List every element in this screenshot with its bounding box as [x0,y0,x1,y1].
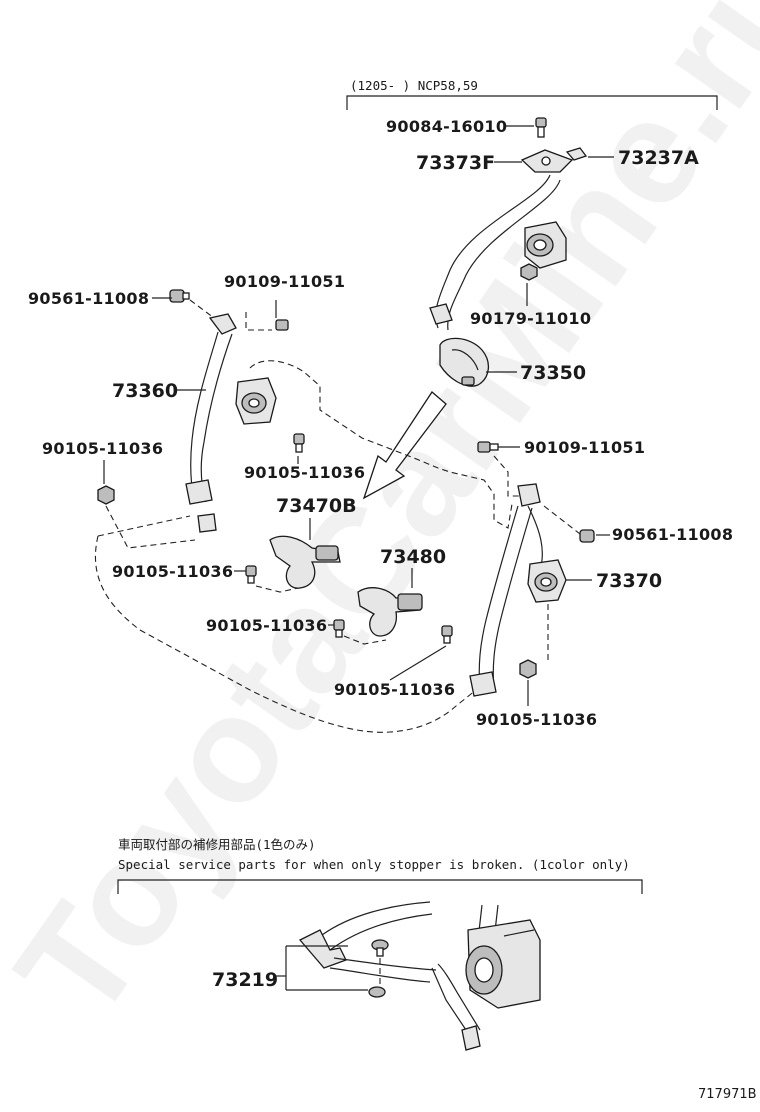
stopper-top-icon [371,939,389,957]
buckle-73480 [357,568,423,637]
bolt-90109-right-icon [477,441,499,453]
bolt-90105-center-a-icon [245,565,257,584]
variant-bracket: (1205- ) NCP58,59 [346,78,718,110]
label-90179-11010: 90179-11010 [470,309,591,328]
bolt-90561-left-icon [169,289,190,303]
bolt-90561-right-icon [579,529,595,543]
retractor-detail-icon [465,919,541,1009]
figure-id: 717971B [698,1087,757,1102]
label-73480: 73480 [380,546,446,568]
bolt-90084-icon [535,117,547,138]
clip-icon [565,147,588,161]
label-90105-11036-d: 90105-11036 [206,616,327,635]
label-90109-11051-left: 90109-11051 [224,272,345,291]
label-90561-11008-right: 90561-11008 [612,525,733,544]
service-note-jp: 車両取付部の補修用部品(1色のみ) [118,837,316,852]
right-belt-assembly [469,441,610,706]
label-90105-11036-b: 90105-11036 [244,463,365,482]
label-90561-11008-left: 90561-11008 [28,289,149,308]
nut-90179-icon [520,263,538,281]
belt-loop-73350-icon [439,337,489,387]
retractor-right-icon [527,559,567,603]
label-73237A: 73237A [618,147,699,169]
label-90105-11036-c: 90105-11036 [112,562,233,581]
direction-arrow-icon [362,391,447,500]
label-73350: 73350 [520,362,586,384]
center-belt-assembly [429,117,614,387]
service-note-en: Special service parts for when only stop… [118,857,630,872]
stopper-bottom-icon [368,986,386,998]
label-73219: 73219 [212,969,278,991]
retractor-left-icon [235,377,277,425]
service-parts-section: 車両取付部の補修用部品(1色のみ) Special service parts … [117,837,643,1051]
label-90105-11036-f: 90105-11036 [476,710,597,729]
retractor-center-icon [524,221,567,269]
left-belt-assembly [97,289,305,549]
bolt-90105-center-c-icon [441,625,453,644]
bolt-90105-right-bottom-icon [519,659,537,679]
bolt-90105-left-side-icon [97,485,115,505]
bolt-90105-center-b-icon [333,619,345,638]
label-73370: 73370 [596,570,662,592]
label-90105-11036-e: 90105-11036 [334,680,455,699]
label-90084-16010: 90084-16010 [386,117,507,136]
label-73360: 73360 [112,380,178,402]
bolt-90109-left-icon [275,319,289,331]
bolt-90105-retractor-icon [293,433,305,453]
label-90105-11036-a: 90105-11036 [42,439,163,458]
label-73373F: 73373F [416,152,495,174]
label-73470B: 73470B [276,495,357,517]
variant-note: (1205- ) NCP58,59 [350,78,478,93]
seat-outline [249,360,513,529]
label-90109-11051-right: 90109-11051 [524,438,645,457]
buckle-73470b [269,518,341,589]
tongue-plate-icon [429,303,453,325]
anchor-left-icon [208,313,237,335]
